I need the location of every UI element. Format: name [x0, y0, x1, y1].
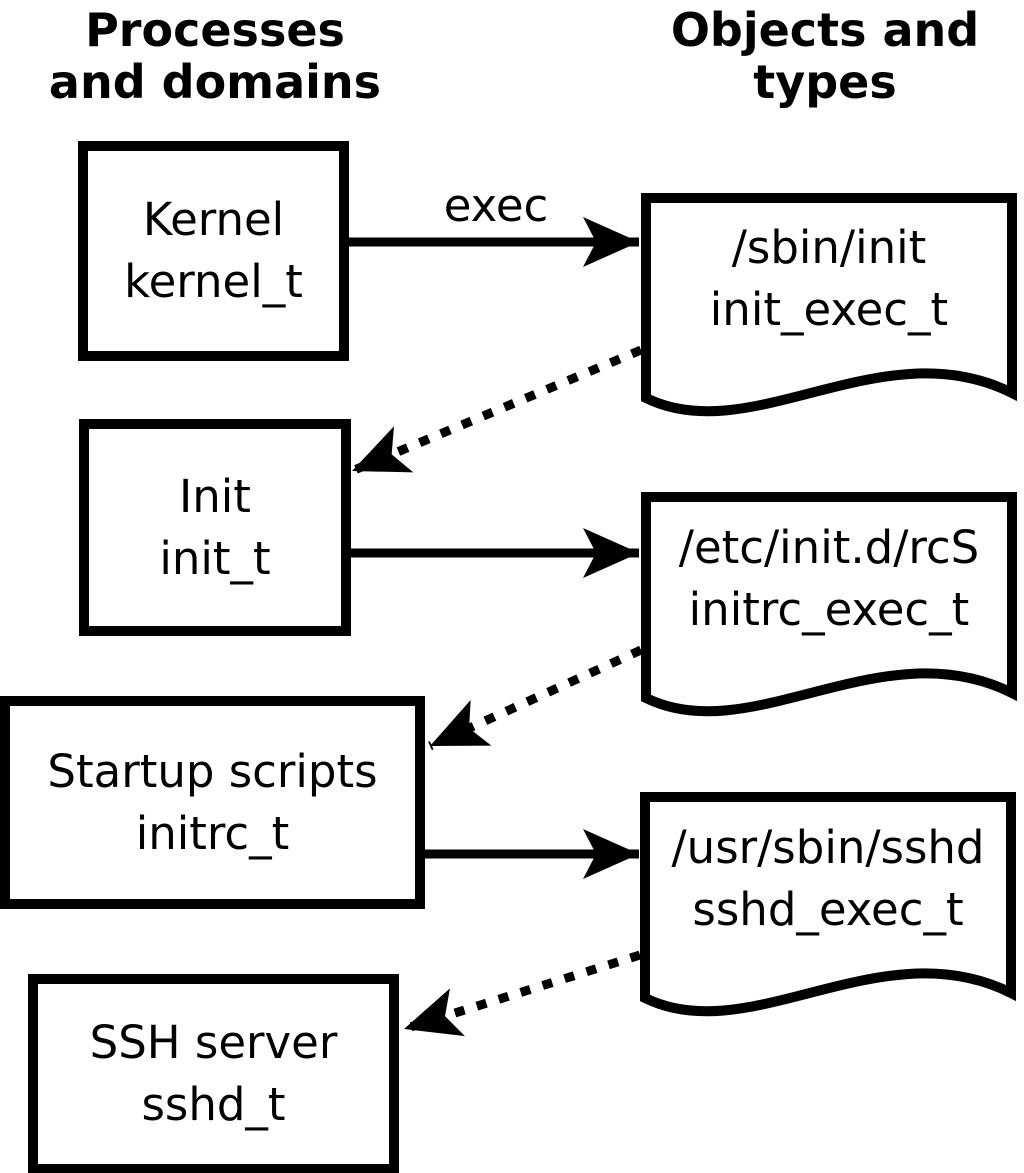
object-path: /sbin/init — [731, 221, 927, 274]
process-name: Startup scripts — [47, 744, 378, 798]
process-box-ssh-server: SSH server sshd_t — [28, 974, 399, 1173]
object-label-sbin-init: /sbin/init init_exec_t — [646, 217, 1012, 341]
process-domain-type: sshd_t — [141, 1078, 286, 1131]
object-label-usr-sbin-sshd: /usr/sbin/sshd sshd_exec_t — [645, 817, 1011, 941]
process-name: Kernel — [142, 193, 285, 246]
process-domain-type: initrc_t — [135, 806, 290, 860]
process-box-init: Init init_t — [79, 419, 351, 636]
transition-arrow-initrc-exec-to-initrc-t — [428, 645, 643, 751]
heading-processes-line2: and domains — [48, 55, 382, 109]
edge-label-exec: exec — [443, 179, 549, 232]
object-path: /usr/sbin/sshd — [671, 821, 985, 874]
transition-arrow-init-exec-to-init-t — [350, 345, 643, 476]
heading-objects-and-types: Objects and types — [632, 4, 1018, 108]
object-type: init_exec_t — [709, 283, 949, 336]
process-domain-type: init_t — [159, 531, 271, 585]
heading-objects-line2: types — [753, 55, 897, 109]
heading-objects-line1: Objects and — [670, 3, 980, 57]
object-label-etc-initd-rcs: /etc/init.d/rcS initrc_exec_t — [646, 517, 1012, 641]
process-name: Init — [179, 469, 251, 523]
transition-arrow-sshd-exec-to-sshd-t — [402, 950, 642, 1037]
object-path: /etc/init.d/rcS — [678, 521, 980, 574]
process-name: SSH server — [89, 1016, 338, 1069]
object-type: initrc_exec_t — [688, 583, 970, 636]
object-type: sshd_exec_t — [692, 883, 964, 936]
heading-processes-line1: Processes — [85, 3, 345, 57]
process-box-startup-scripts: Startup scripts initrc_t — [0, 696, 425, 909]
process-domain-type: kernel_t — [124, 255, 303, 308]
heading-processes-and-domains: Processes and domains — [20, 4, 410, 108]
process-box-kernel: Kernel kernel_t — [78, 141, 349, 361]
